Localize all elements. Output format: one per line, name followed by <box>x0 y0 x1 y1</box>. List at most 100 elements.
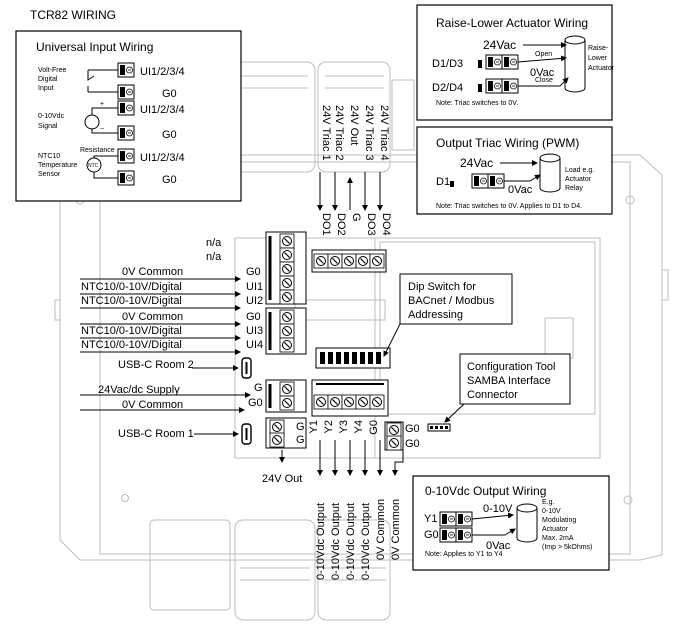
svg-text:Note: Triac switches to 0V.: Note: Triac switches to 0V. <box>436 100 518 107</box>
svg-text:Sensor: Sensor <box>38 171 61 178</box>
svg-text:G0: G0 <box>162 174 177 186</box>
svg-text:Y4: Y4 <box>353 420 365 433</box>
svg-text:Lower: Lower <box>588 55 608 62</box>
svg-text:24Vac/dc Supply: 24Vac/dc Supply <box>98 384 180 396</box>
svg-text:G0: G0 <box>162 88 177 100</box>
svg-text:UI1: UI1 <box>246 281 263 293</box>
svg-text:NTC10: NTC10 <box>38 153 60 160</box>
svg-text:0V Common: 0V Common <box>122 311 183 323</box>
svg-text:G0: G0 <box>248 397 263 409</box>
svg-text:UI1/2/3/4: UI1/2/3/4 <box>140 152 185 164</box>
svg-text:SAMBA Interface: SAMBA Interface <box>467 375 551 387</box>
svg-text:NTC10/0-10V/Digital: NTC10/0-10V/Digital <box>81 295 182 307</box>
svg-text:UI2: UI2 <box>246 295 263 307</box>
top-wires: 24V Triac 1 24V Triac 2 24V Out 24V Tria… <box>317 105 392 236</box>
svg-text:0-10Vdc Output: 0-10Vdc Output <box>360 503 372 580</box>
svg-text:Addressing: Addressing <box>408 309 463 321</box>
left-labels: n/a n/a 0V Common G0 NTC10/0-10V/Digital… <box>80 237 305 485</box>
left-terminal-strip-1 <box>265 231 307 305</box>
svg-text:UI1/2/3/4: UI1/2/3/4 <box>140 104 185 116</box>
g0-small-terminal <box>384 421 404 451</box>
svg-text:UI1/2/3/4: UI1/2/3/4 <box>140 66 185 78</box>
supply-terminal <box>265 379 307 413</box>
svg-text:DO4: DO4 <box>380 213 392 236</box>
svg-text:Digital: Digital <box>38 76 58 83</box>
svg-text:G0: G0 <box>405 438 420 450</box>
svg-text:UI4: UI4 <box>246 339 263 351</box>
svg-text:n/a: n/a <box>206 251 222 263</box>
svg-text:D1: D1 <box>436 176 450 188</box>
usb-c-room-1 <box>241 423 252 445</box>
config-callout: Configuration Tool SAMBA Interface Conne… <box>444 353 571 423</box>
svg-text:G: G <box>296 421 305 433</box>
universal-input-panel: Universal Input Wiring Volt-Free Digital… <box>15 30 242 202</box>
svg-text:D1/D3: D1/D3 <box>432 58 463 70</box>
svg-text:Note: Triac switches to 0V. Ap: Note: Triac switches to 0V. Applies to D… <box>436 203 582 210</box>
svg-text:Universal Input Wiring: Universal Input Wiring <box>36 40 153 54</box>
svg-text:Actuator: Actuator <box>542 526 569 533</box>
left-terminal-strip-2 <box>265 307 307 355</box>
svg-text:0V Common: 0V Common <box>122 399 183 411</box>
svg-text:24V Triac 3: 24V Triac 3 <box>363 105 375 161</box>
svg-text:G0: G0 <box>424 529 439 541</box>
svg-text:Close: Close <box>535 77 553 84</box>
svg-text:0-10Vdc Output: 0-10Vdc Output <box>330 503 342 580</box>
svg-text:Open: Open <box>535 51 552 58</box>
svg-text:Y1: Y1 <box>424 513 437 525</box>
svg-text:Resistance: Resistance <box>80 147 115 154</box>
svg-text:0-10Vdc Output: 0-10Vdc Output <box>345 503 357 580</box>
svg-text:DO3: DO3 <box>365 213 377 236</box>
ntc-badge: NTC <box>88 163 99 169</box>
output-0-10-panel: 0-10Vdc Output Wiring Y1 G0 0-10V 0Vac E… <box>412 475 610 571</box>
svg-text:0-10Vdc Output Wiring: 0-10Vdc Output Wiring <box>425 484 546 498</box>
svg-text:Max. 2mA: Max. 2mA <box>542 535 574 542</box>
svg-text:Load e.g.: Load e.g. <box>565 167 594 174</box>
svg-text:24V Triac 4: 24V Triac 4 <box>378 105 390 161</box>
svg-text:24V Out: 24V Out <box>262 473 302 485</box>
svg-text:G0: G0 <box>368 420 380 435</box>
svg-text:Output Triac Wiring (PWM): Output Triac Wiring (PWM) <box>436 136 579 150</box>
svg-text:0-10V: 0-10V <box>483 503 513 515</box>
svg-text:n/a: n/a <box>206 237 222 249</box>
bottom-terminal-strip <box>311 379 389 417</box>
svg-text:G0: G0 <box>246 266 261 278</box>
svg-text:Y2: Y2 <box>323 420 335 433</box>
svg-text:E.g.: E.g. <box>542 499 555 506</box>
usb-c-room-2 <box>241 357 252 379</box>
top-terminal-strip <box>311 249 387 273</box>
svg-text:24V Triac 2: 24V Triac 2 <box>333 105 345 161</box>
svg-text:Actuator: Actuator <box>588 65 615 72</box>
svg-text:Raise-: Raise- <box>588 45 609 52</box>
svg-text:NTC10/0-10V/Digital: NTC10/0-10V/Digital <box>81 325 182 337</box>
svg-text:USB-C Room 1: USB-C Room 1 <box>118 428 194 440</box>
svg-text:0-10Vdc: 0-10Vdc <box>38 113 65 120</box>
svg-text:+: + <box>100 101 104 108</box>
svg-text:Dip Switch for: Dip Switch for <box>408 281 476 293</box>
svg-text:Signal: Signal <box>38 123 58 130</box>
svg-text:0V Common: 0V Common <box>122 266 183 278</box>
svg-text:Volt-Free: Volt-Free <box>38 67 67 74</box>
svg-text:0V Common: 0V Common <box>375 499 387 560</box>
svg-text:USB-C Room 2: USB-C Room 2 <box>118 359 194 371</box>
svg-text:Temperature: Temperature <box>38 162 77 169</box>
svg-text:24Vac: 24Vac <box>460 156 493 170</box>
svg-text:NTC10/0-10V/Digital: NTC10/0-10V/Digital <box>81 339 182 351</box>
gg-terminal <box>265 417 307 449</box>
dip-switch <box>315 347 391 369</box>
svg-text:UI3: UI3 <box>246 325 263 337</box>
triac-pwm-panel: Output Triac Wiring (PWM) 24Vac D1 0Vac … <box>416 126 613 215</box>
svg-text:0Vac: 0Vac <box>486 540 511 552</box>
svg-text:0-10V: 0-10V <box>542 508 561 515</box>
svg-text:Input: Input <box>38 85 54 92</box>
samba-connector <box>427 423 451 432</box>
svg-text:0V Common: 0V Common <box>390 499 402 560</box>
svg-text:G0: G0 <box>246 311 261 323</box>
svg-text:BACnet / Modbus: BACnet / Modbus <box>408 295 495 307</box>
dip-callout: Dip Switch for BACnet / Modbus Addressin… <box>383 273 513 357</box>
svg-text:Connector: Connector <box>467 389 518 401</box>
svg-text:Y1: Y1 <box>308 420 320 433</box>
svg-text:DO1: DO1 <box>320 213 332 236</box>
svg-text:0Vac: 0Vac <box>508 184 533 196</box>
svg-text:G0: G0 <box>162 129 177 141</box>
